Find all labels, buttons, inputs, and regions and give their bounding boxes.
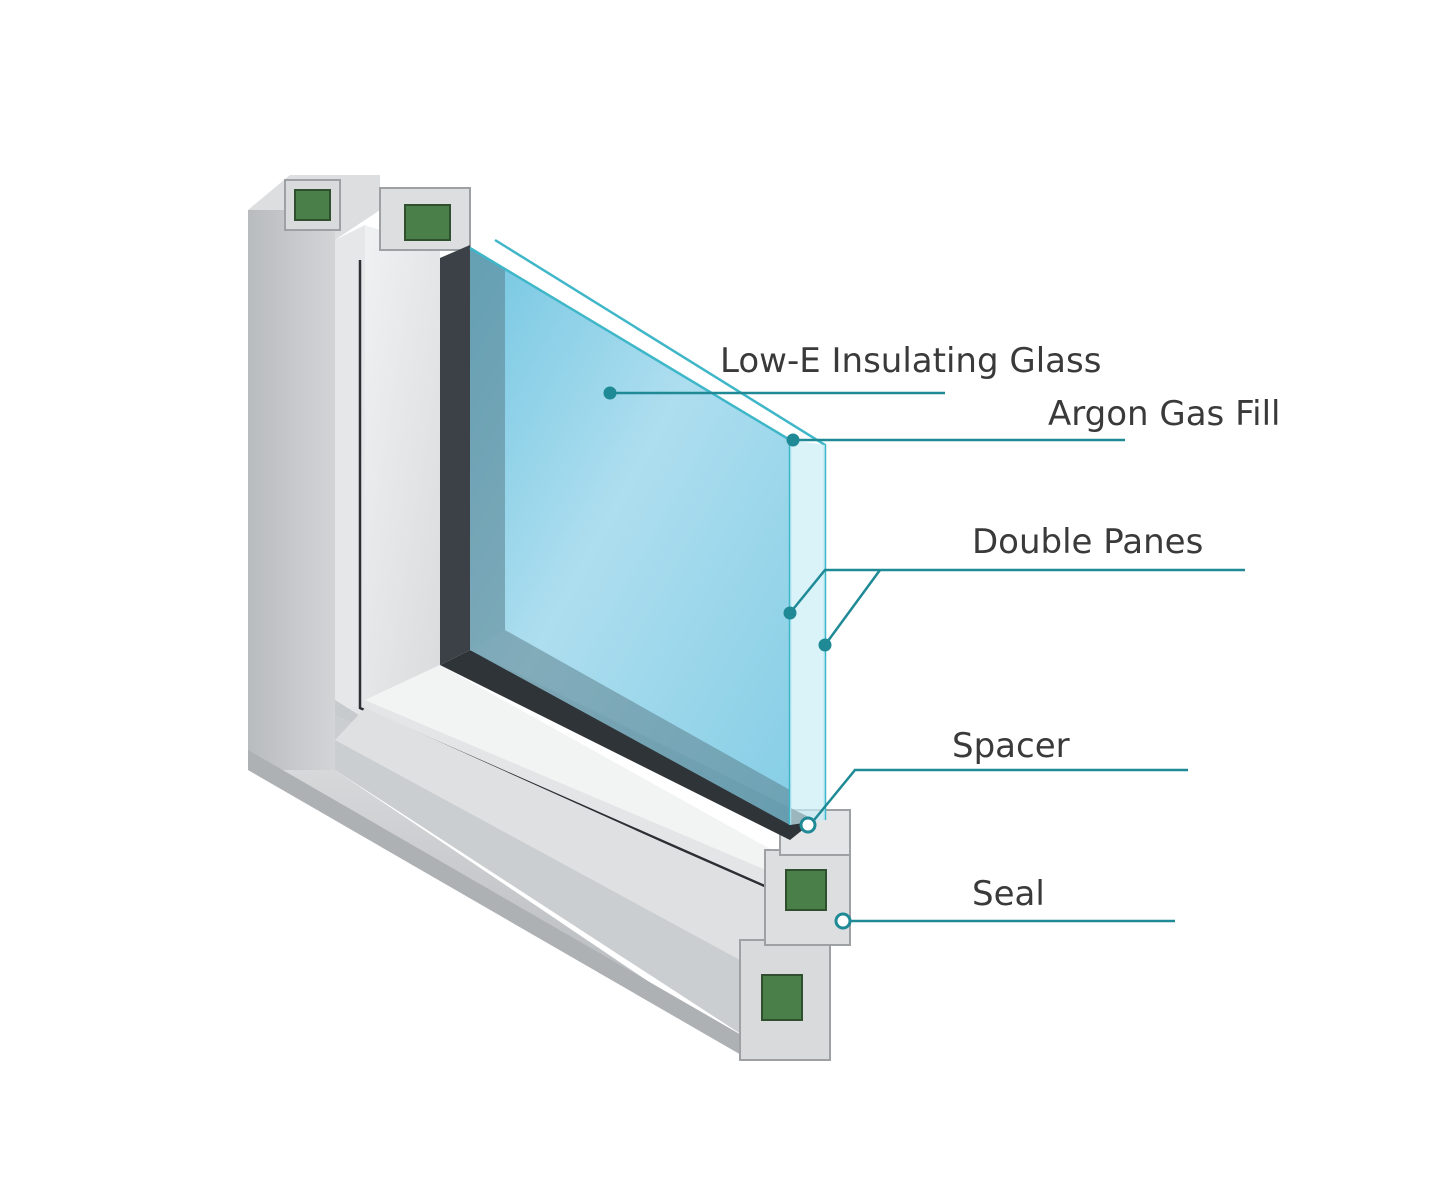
- reinforcement-steel-top-left: [295, 190, 330, 220]
- argon-gap: [790, 440, 825, 825]
- label-double-panes: Double Panes: [972, 522, 1203, 562]
- reinforcement-steel-top-right: [405, 205, 450, 240]
- sash-face: [365, 225, 440, 700]
- glass-inner-shadow: [470, 248, 505, 650]
- leader-spacer: [810, 770, 1188, 825]
- frame-left-outer-face: [248, 210, 335, 770]
- reinforcement-steel-middle: [786, 870, 826, 910]
- leader-dot-double-panes-inner: [784, 607, 796, 619]
- leader-dot-argon: [787, 434, 799, 446]
- label-low-e-insulating-glass: Low-E Insulating Glass: [720, 341, 1101, 381]
- leader-dot-double-panes-outer: [819, 639, 831, 651]
- label-argon-gas-fill: Argon Gas Fill: [1048, 394, 1281, 434]
- leader-dot-seal: [836, 914, 850, 928]
- leader-dot-low-e: [604, 387, 616, 399]
- spacer-frame: [440, 245, 470, 665]
- leader-double-panes: [790, 570, 1245, 613]
- label-spacer: Spacer: [952, 726, 1070, 766]
- reinforcement-steel-lower: [762, 975, 802, 1020]
- leader-dot-spacer: [801, 818, 815, 832]
- leader-double-panes-second: [825, 570, 880, 645]
- label-seal: Seal: [972, 874, 1045, 914]
